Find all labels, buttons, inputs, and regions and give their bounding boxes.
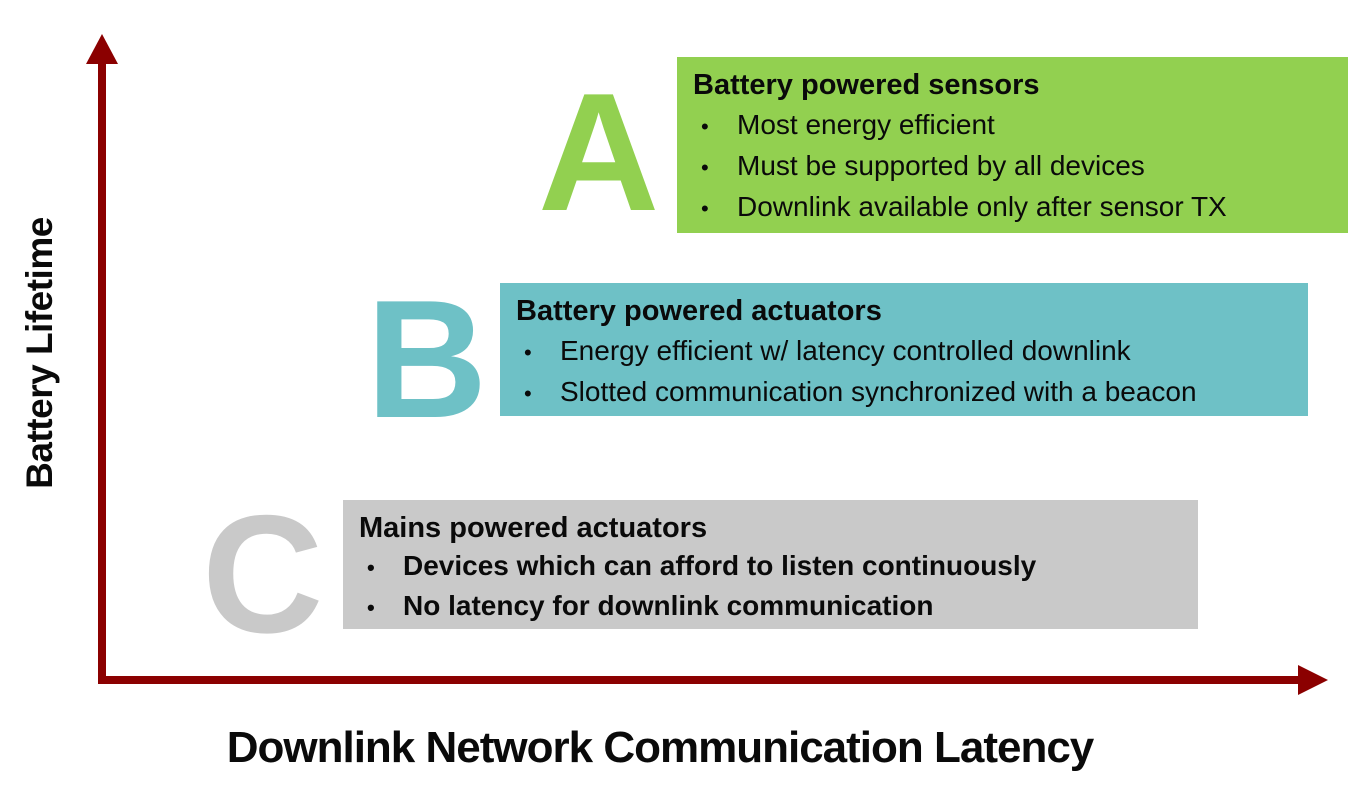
class-c-box: Mains powered actuators • Devices which … (343, 500, 1198, 629)
class-c-bullet: • No latency for downlink communication (359, 587, 1182, 627)
class-a-letter: A (538, 58, 660, 246)
y-axis-line (98, 50, 106, 684)
class-b-letter: B (366, 265, 488, 453)
bullet-text: No latency for downlink communication (403, 590, 934, 621)
y-axis-arrowhead-icon (86, 34, 118, 64)
x-axis-arrowhead-icon (1298, 665, 1328, 695)
x-axis-line (98, 676, 1304, 684)
bullet-icon: • (524, 381, 532, 406)
class-a-bullet: • Most energy efficient (693, 105, 1332, 146)
x-axis-label: Downlink Network Communication Latency (226, 723, 1095, 772)
bullet-icon: • (367, 595, 375, 620)
class-b-title: Battery powered actuators (516, 295, 882, 327)
class-a-bullet: • Must be supported by all devices (693, 146, 1332, 187)
bullet-icon: • (701, 155, 709, 180)
class-a-bullet: • Downlink available only after sensor T… (693, 187, 1332, 228)
bullet-text: Devices which can afford to listen conti… (403, 550, 1037, 581)
bullet-text: Must be supported by all devices (737, 150, 1145, 181)
class-a-title: Battery powered sensors (693, 69, 1040, 101)
bullet-text: Slotted communication synchronized with … (560, 376, 1197, 407)
bullet-text: Energy efficient w/ latency controlled d… (560, 335, 1131, 366)
bullet-icon: • (701, 114, 709, 139)
bullet-icon: • (367, 555, 375, 580)
y-axis-label: Battery Lifetime (19, 217, 60, 489)
class-a-box: Battery powered sensors • Most energy ef… (677, 57, 1348, 233)
class-c-letter: C (202, 480, 324, 668)
bullet-icon: • (701, 196, 709, 221)
class-b-box: Battery powered actuators • Energy effic… (500, 283, 1308, 416)
class-c-bullet: • Devices which can afford to listen con… (359, 547, 1182, 587)
class-b-bullet: • Energy efficient w/ latency controlled… (516, 331, 1292, 372)
class-b-bullet: • Slotted communication synchronized wit… (516, 372, 1292, 413)
bullet-text: Most energy efficient (737, 109, 995, 140)
class-c-title: Mains powered actuators (359, 512, 708, 544)
bullet-text: Downlink available only after sensor TX (737, 191, 1227, 222)
bullet-icon: • (524, 340, 532, 365)
